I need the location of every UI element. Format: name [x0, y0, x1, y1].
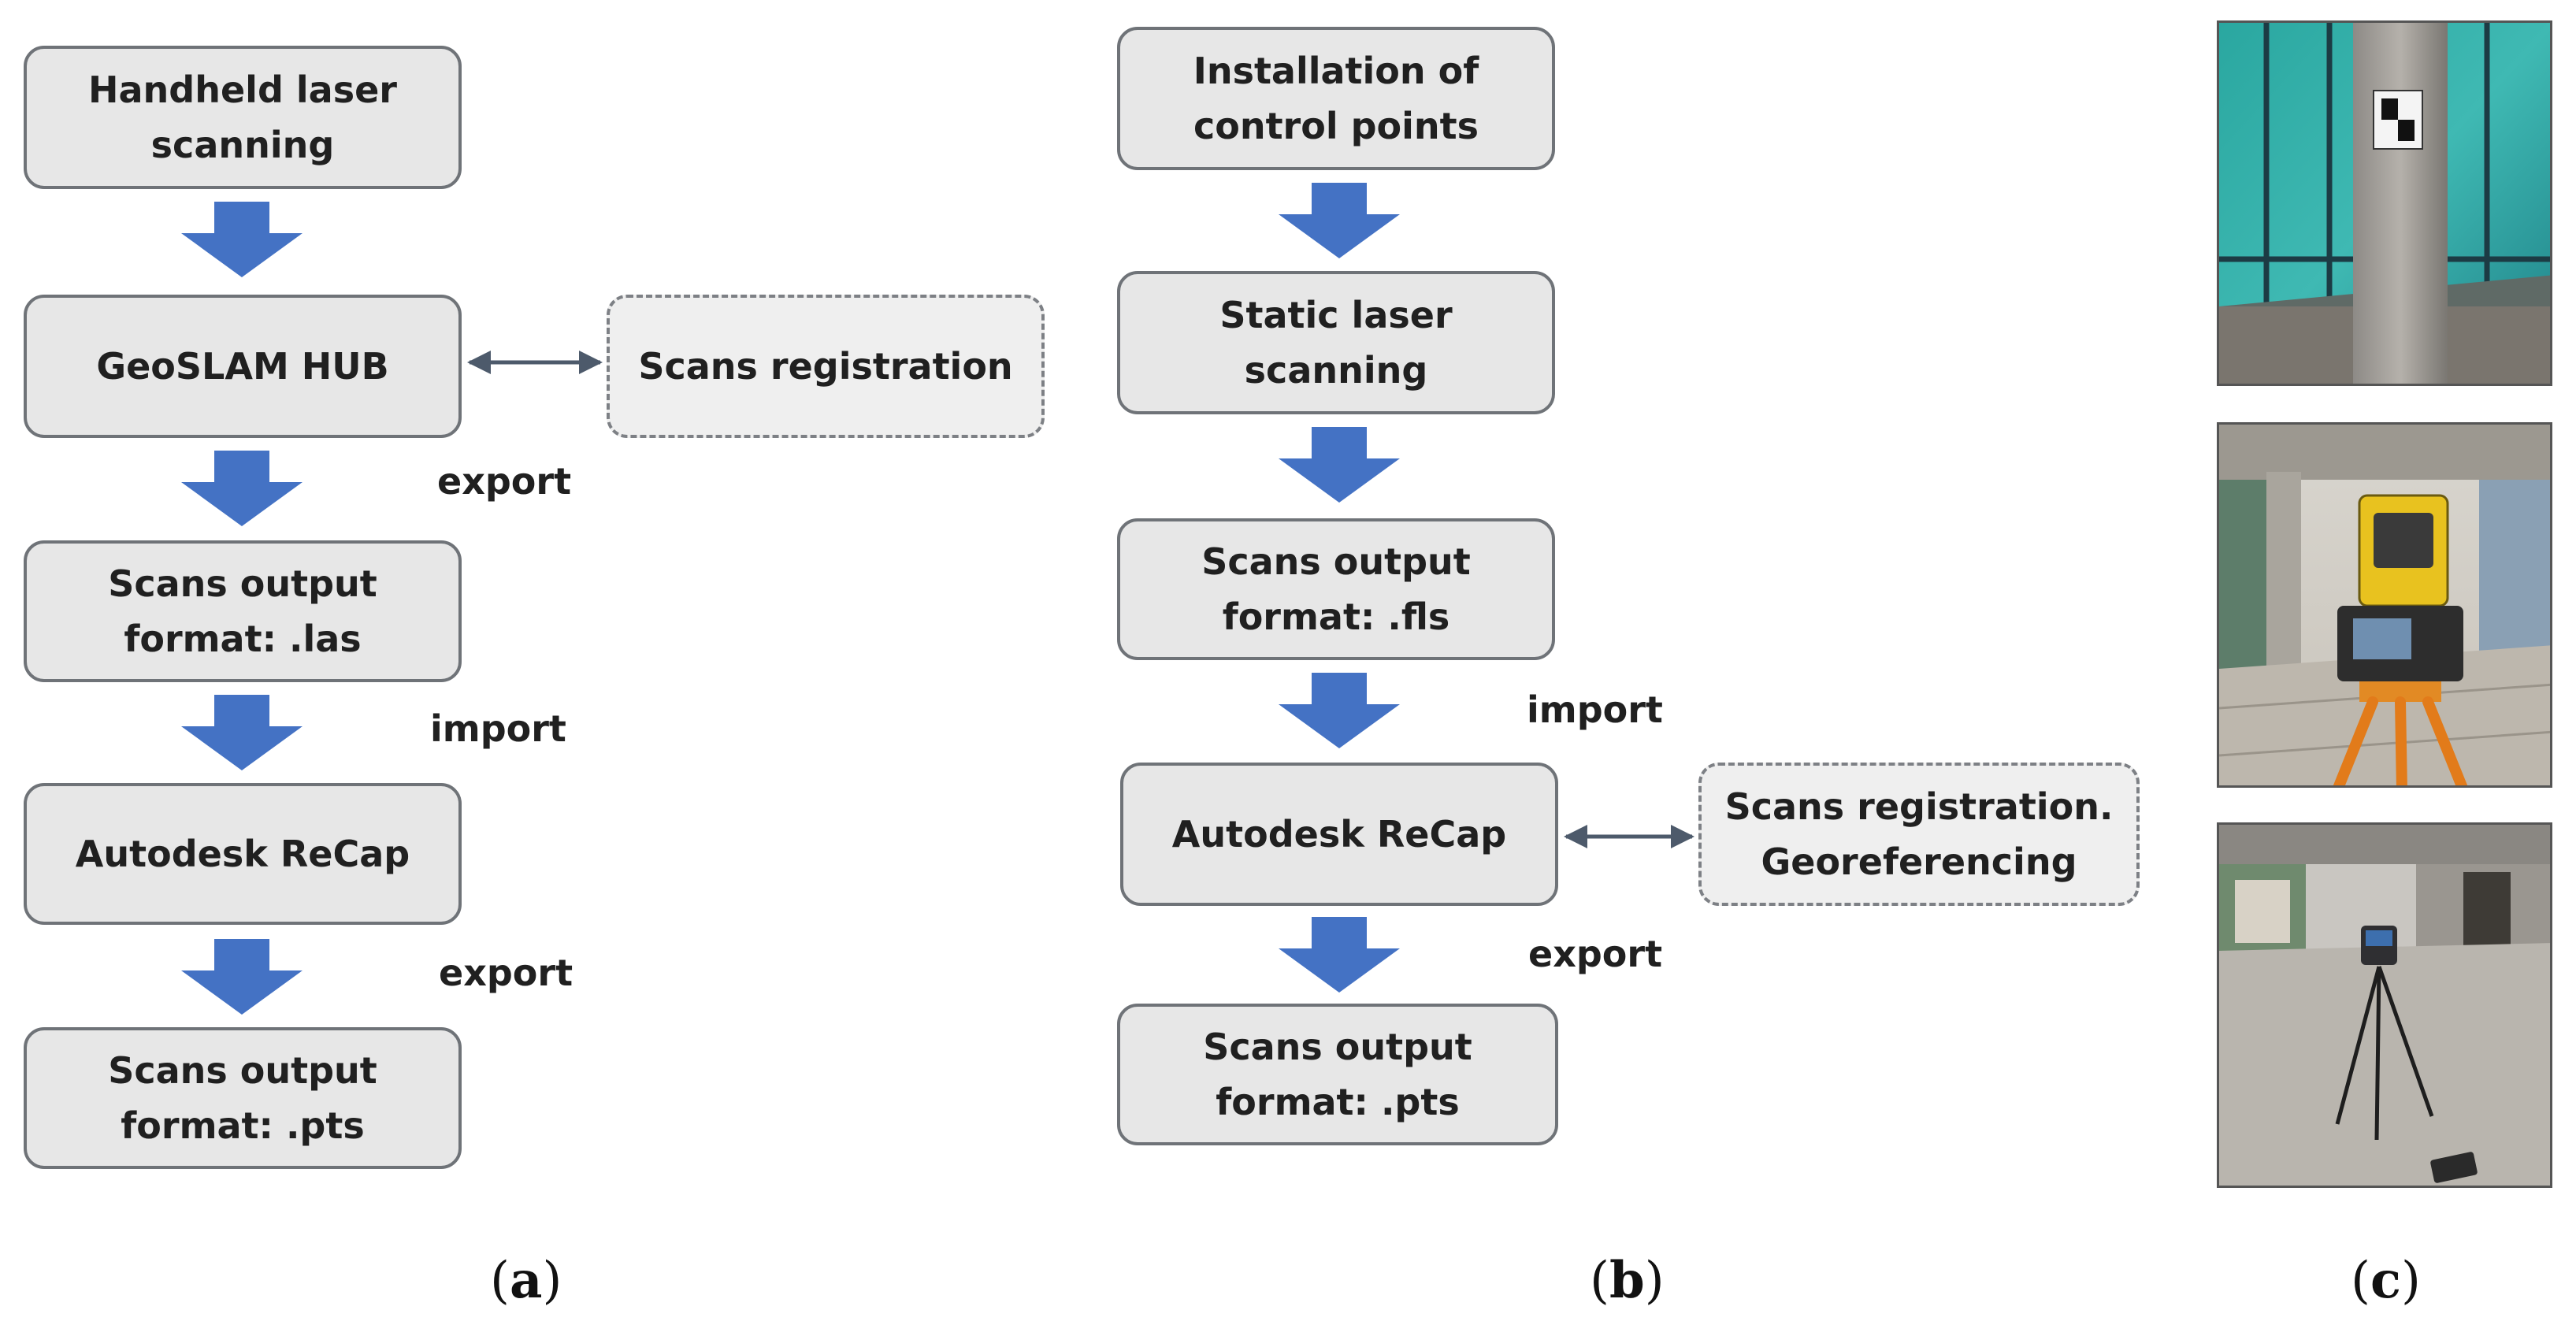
block-arrow-b1 — [1279, 183, 1400, 258]
total-station-photo — [2217, 422, 2552, 788]
caption-c: (c) — [2351, 1251, 2421, 1310]
caption-a-letter: a — [509, 1251, 543, 1310]
label-export-b: export — [1528, 933, 1663, 975]
node-geoslam-hub: GeoSLAM HUB — [24, 295, 462, 438]
label-export-a1: export — [437, 460, 572, 503]
node-scans-output-pts-b: Scans output format: .pts — [1117, 1004, 1558, 1145]
node-autodesk-recap-b: Autodesk ReCap — [1120, 763, 1558, 906]
node-scans-output-las: Scans output format: .las — [24, 540, 462, 682]
column-with-target-photo — [2217, 20, 2552, 386]
laser-scanner-tripod-photo — [2217, 822, 2552, 1188]
block-arrow-a2 — [181, 451, 303, 526]
block-arrow-a4 — [181, 939, 303, 1015]
caption-c-letter: c — [2370, 1251, 2401, 1310]
node-handheld-laser-scanning: Handheld laser scanning — [24, 46, 462, 189]
block-arrow-a1 — [181, 202, 303, 277]
caption-a: (a) — [490, 1251, 562, 1310]
block-arrow-a3 — [181, 695, 303, 770]
label-import-b: import — [1527, 688, 1663, 731]
node-installation-control-points: Installation of control points — [1117, 27, 1555, 170]
node-scans-output-pts-a: Scans output format: .pts — [24, 1027, 462, 1169]
label-export-a2: export — [439, 952, 573, 994]
node-autodesk-recap-a: Autodesk ReCap — [24, 783, 462, 925]
caption-b-letter: b — [1609, 1251, 1645, 1310]
block-arrow-b2 — [1279, 427, 1400, 503]
block-arrow-b3 — [1279, 673, 1400, 748]
label-import-a: import — [430, 707, 566, 750]
node-scans-output-fls: Scans output format: .fls — [1117, 518, 1555, 660]
caption-b: (b) — [1590, 1251, 1665, 1310]
node-scans-registration: Scans registration — [607, 295, 1045, 438]
node-scans-registration-georeferencing: Scans registration. Georeferencing — [1698, 763, 2140, 906]
node-static-laser-scanning: Static laser scanning — [1117, 271, 1555, 414]
block-arrow-b4 — [1279, 917, 1400, 993]
